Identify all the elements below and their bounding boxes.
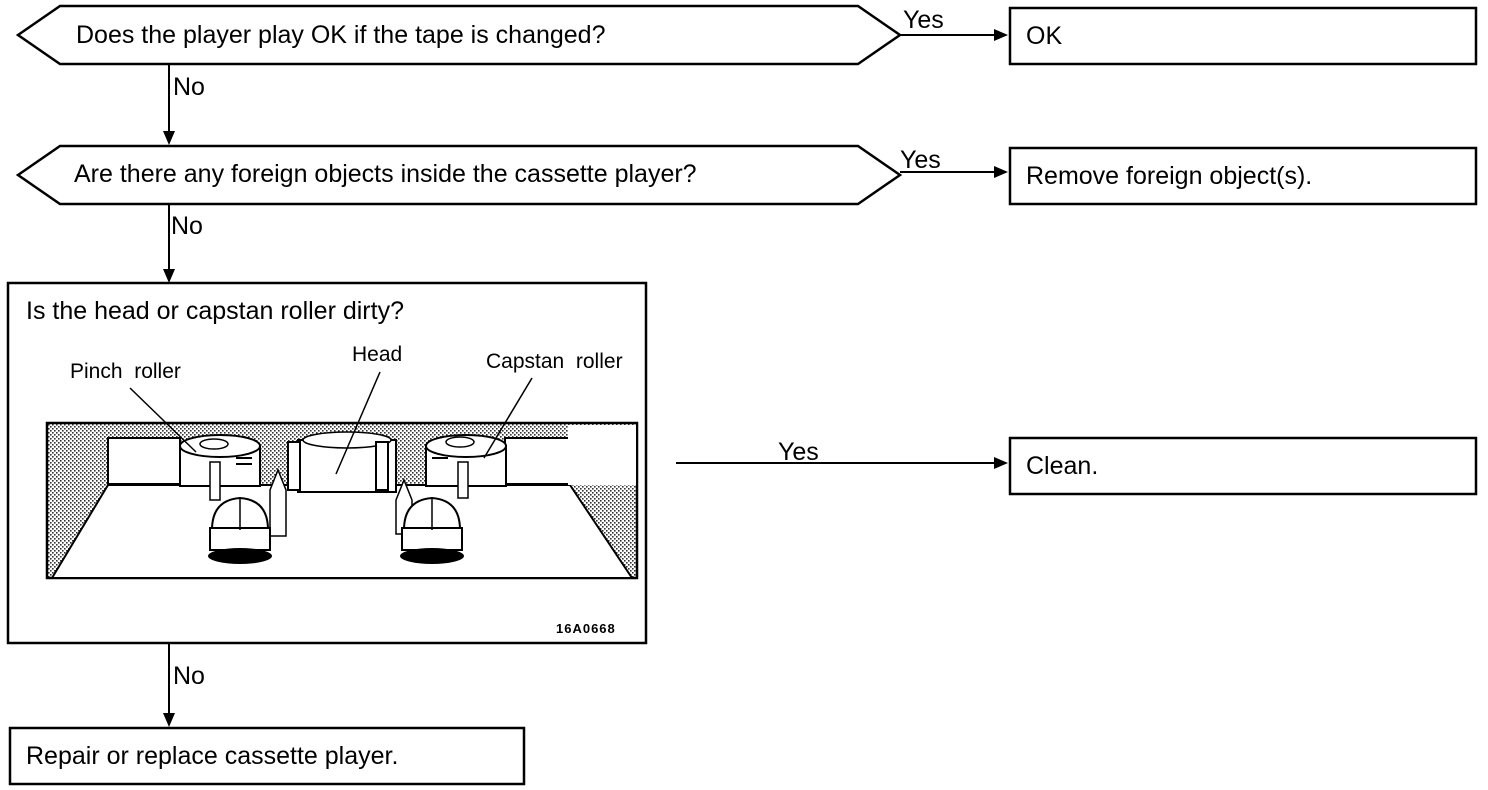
result-clean-box bbox=[1008, 436, 1478, 496]
arrowhead-1-no bbox=[163, 131, 175, 145]
capstan-roller-label: Capstan roller bbox=[486, 350, 623, 373]
pinch-roller-label: Pinch roller bbox=[70, 360, 181, 383]
arrowhead-3-no bbox=[163, 713, 175, 727]
result-remove-text: Remove foreign object(s). bbox=[1026, 162, 1313, 190]
head-label: Head bbox=[352, 343, 403, 366]
edge-1-no-label: No bbox=[173, 73, 205, 101]
decision-2-text: Are there any foreign objects inside the… bbox=[74, 160, 697, 188]
result-ok-box bbox=[1008, 6, 1478, 66]
result-repair-text: Repair or replace cassette player. bbox=[26, 742, 399, 770]
arrowhead-1-yes bbox=[994, 29, 1008, 41]
figure-code: 16A0668 bbox=[556, 621, 616, 636]
edge-3-no-label: No bbox=[173, 662, 205, 690]
head-leader bbox=[335, 371, 381, 475]
decision-2-shape bbox=[15, 144, 903, 206]
arrowhead-2-no bbox=[163, 269, 175, 283]
arrowhead-3-yes bbox=[994, 457, 1008, 469]
decision-1-text: Does the player play OK if the tape is c… bbox=[76, 21, 606, 49]
pinch-roller-leader bbox=[129, 387, 197, 453]
result-remove-box bbox=[1008, 146, 1478, 206]
capstan-roller-leader bbox=[483, 377, 533, 459]
result-ok-text: OK bbox=[1026, 22, 1063, 50]
edge-2-yes-label: Yes bbox=[900, 146, 941, 174]
edge-2-no-label: No bbox=[171, 212, 203, 240]
result-clean-text: Clean. bbox=[1026, 452, 1099, 480]
arrowhead-2-yes bbox=[994, 166, 1008, 178]
decision-3-text: Is the head or capstan roller dirty? bbox=[26, 297, 404, 325]
result-repair-box bbox=[8, 726, 526, 786]
edge-3-yes-label: Yes bbox=[778, 438, 819, 466]
edge-1-yes-label: Yes bbox=[903, 6, 944, 34]
cassette-mechanism-illustration bbox=[45, 421, 639, 580]
